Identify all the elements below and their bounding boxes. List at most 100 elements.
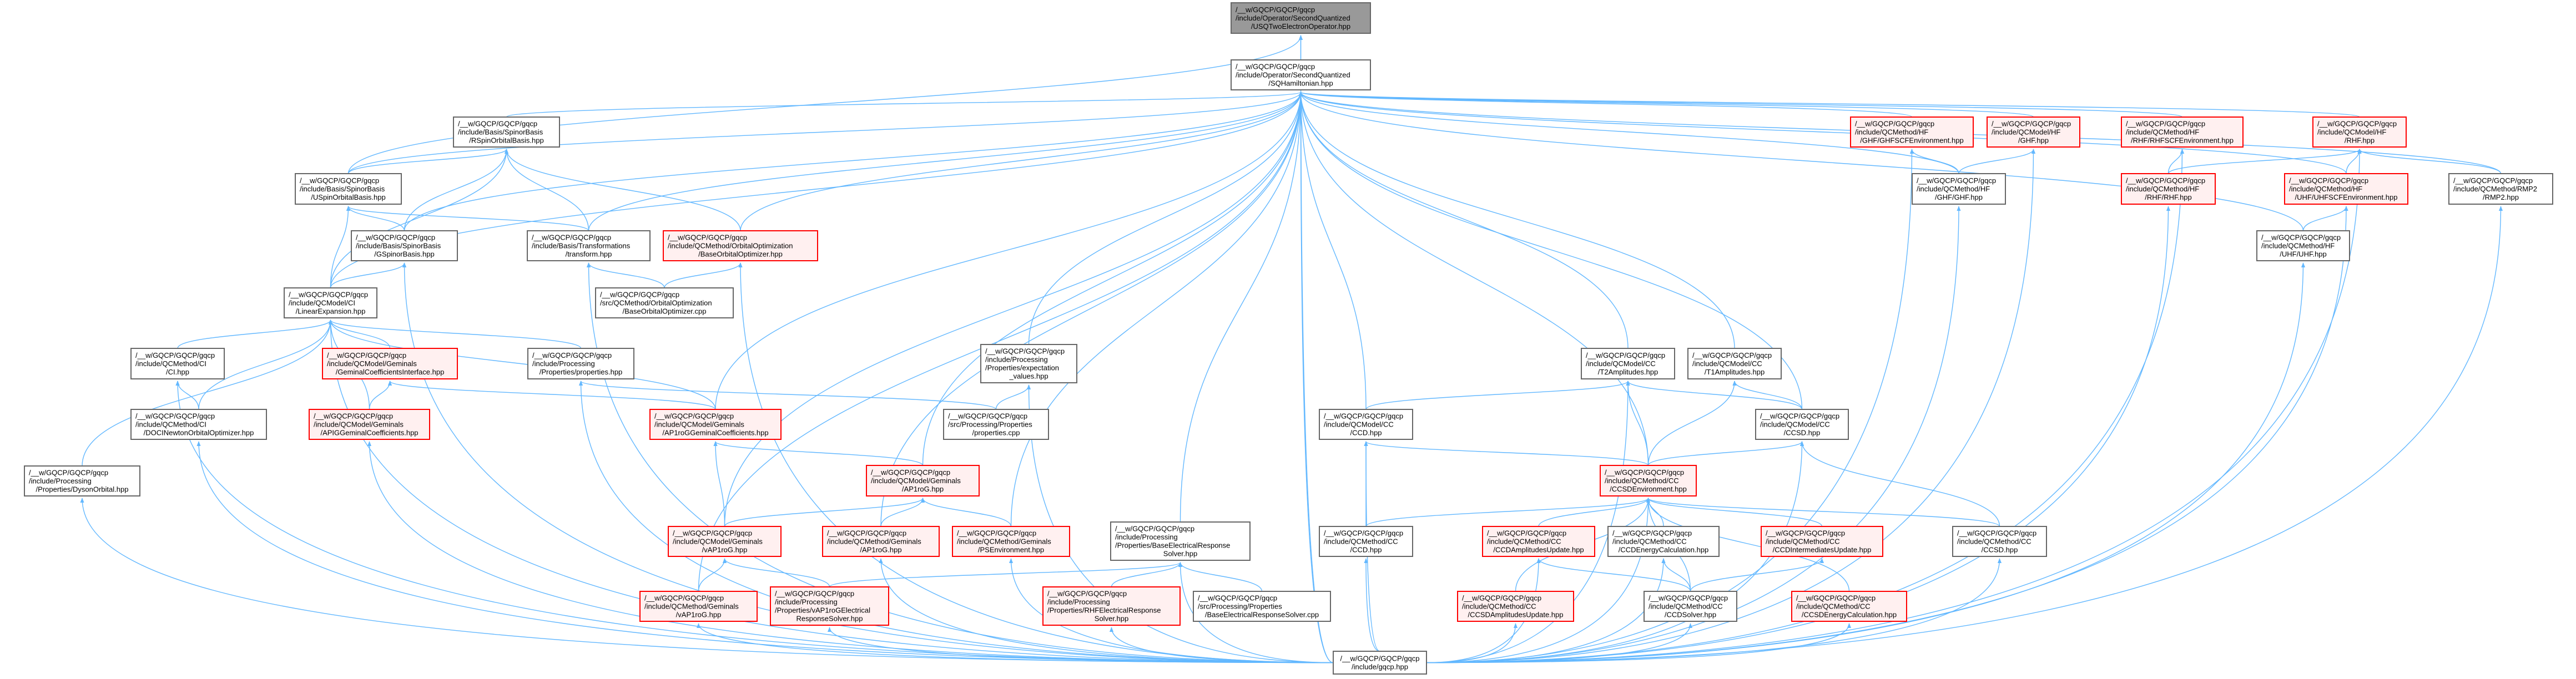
graph-node-ap1rogq[interactable]: /__w/GQCP/GQCP/gqcp/include/QCMethod/Gem… xyxy=(822,526,940,557)
graph-node-booc[interactable]: /__w/GQCP/GQCP/gqcp/src/QCMethod/Orbital… xyxy=(595,287,734,318)
graph-node-ghfscf[interactable]: /__w/GQCP/GQCP/gqcp/include/QCMethod/HF/… xyxy=(1850,116,1974,148)
dependency-edge-gqcp-to-vap1rogq xyxy=(696,623,1334,663)
graph-node-vers[interactable]: /__w/GQCP/GQCP/gqcp/include/Processing/P… xyxy=(770,586,889,626)
graph-node-vap1rogq[interactable]: /__w/GQCP/GQCP/gqcp/include/QCMethod/Gem… xyxy=(639,591,758,622)
dependency-edge-gqcp-to-psenv xyxy=(1009,558,1334,663)
node-label-line: /include/QCModel/HF xyxy=(2317,128,2386,136)
node-label-line: /CCD.hpp xyxy=(1350,546,1382,554)
node-label-line: /BaseElectricalResponseSolver.cpp xyxy=(1205,611,1319,619)
graph-node-gci[interactable]: /__w/GQCP/GQCP/gqcp/include/QCModel/Gemi… xyxy=(322,348,458,379)
graph-node-booh[interactable]: /__w/GQCP/GQCP/gqcp/include/QCMethod/Orb… xyxy=(663,230,818,261)
graph-node-ccdsolv[interactable]: /__w/GQCP/GQCP/gqcp/include/QCMethod/CC/… xyxy=(1644,591,1737,622)
dependency-edge-uhfscf-to-sqham xyxy=(1299,92,2347,174)
graph-node-gspinor[interactable]: /__w/GQCP/GQCP/gqcp/include/Basis/Spinor… xyxy=(351,230,458,261)
graph-node-ccsdamp[interactable]: /__w/GQCP/GQCP/gqcp/include/QCMethod/CC/… xyxy=(1457,591,1574,622)
graph-node-ccdq[interactable]: /__w/GQCP/GQCP/gqcp/include/QCMethod/CC/… xyxy=(1319,526,1413,557)
node-label-line: /__w/GQCP/GQCP/gqcp xyxy=(289,291,368,299)
graph-node-apig[interactable]: /__w/GQCP/GQCP/gqcp/include/QCModel/Gemi… xyxy=(309,409,430,440)
graph-node-ccden[interactable]: /__w/GQCP/GQCP/gqcp/include/QCMethod/CC/… xyxy=(1607,526,1720,557)
node-label-line: /__w/GQCP/GQCP/gqcp xyxy=(1047,590,1127,598)
graph-node-rhfm[interactable]: /__w/GQCP/GQCP/gqcp/include/QCModel/HF/R… xyxy=(2312,116,2407,148)
graph-node-expval[interactable]: /__w/GQCP/GQCP/gqcp/include/Processing/P… xyxy=(980,344,1077,383)
graph-node-ccsdenv[interactable]: /__w/GQCP/GQCP/gqcp/include/QCMethod/CC/… xyxy=(1600,465,1697,496)
dependency-edge-ap1rogc-to-gci xyxy=(388,381,716,410)
dependency-edge-ccdm-to-t2 xyxy=(1365,381,1630,410)
dependency-edge-ap1rogq-to-ap1rogm xyxy=(880,498,925,527)
graph-node-dyson[interactable]: /__w/GQCP/GQCP/gqcp/include/Processing/P… xyxy=(24,465,140,496)
graph-node-ccsdq[interactable]: /__w/GQCP/GQCP/gqcp/include/QCMethod/CC/… xyxy=(1952,526,2047,557)
graph-node-props[interactable]: /__w/GQCP/GQCP/gqcp/include/Processing/P… xyxy=(527,348,634,379)
graph-node-propscpp[interactable]: /__w/GQCP/GQCP/gqcp/src/Processing/Prope… xyxy=(943,409,1049,440)
dependency-edge-ccsdm-to-t2 xyxy=(1626,381,1803,410)
graph-node-transform[interactable]: /__w/GQCP/GQCP/gqcp/include/Basis/Transf… xyxy=(527,230,651,261)
graph-node-rhfq[interactable]: /__w/GQCP/GQCP/gqcp/include/QCMethod/HF/… xyxy=(2121,173,2216,205)
node-box xyxy=(24,465,140,496)
node-box xyxy=(453,116,560,148)
graph-node-t2[interactable]: /__w/GQCP/GQCP/gqcp/include/QCModel/CC/T… xyxy=(1581,348,1675,379)
node-label-line: /include/QCMethod/CC xyxy=(1612,538,1687,546)
node-label-line: /__w/GQCP/GQCP/gqcp xyxy=(1766,529,1845,538)
node-label-line: /AP1roGGeminalCoefficients.hpp xyxy=(662,429,768,437)
node-label-line: /__w/GQCP/GQCP/gqcp xyxy=(1324,412,1403,420)
node-box xyxy=(649,409,782,440)
node-label-line: /include/QCMethod/Geminals xyxy=(827,538,921,546)
node-label-line: /__w/GQCP/GQCP/gqcp xyxy=(135,351,215,359)
dependency-edge-booc-to-transform xyxy=(586,262,665,288)
graph-node-rmp2[interactable]: /__w/GQCP/GQCP/gqcp/include/QCMethod/RMP… xyxy=(2448,173,2553,205)
dependency-edge-ci-to-linexp xyxy=(177,320,333,349)
node-label-line: /include/gqcp.hpp xyxy=(1352,663,1408,671)
graph-node-rhfscf[interactable]: /__w/GQCP/GQCP/gqcp/include/QCMethod/HF/… xyxy=(2121,116,2244,148)
node-label-line: /__w/GQCP/GQCP/gqcp xyxy=(1796,594,1876,602)
dependency-edge-ccsdm-to-t1 xyxy=(1732,381,1803,410)
graph-node-ccsdm[interactable]: /__w/GQCP/GQCP/gqcp/include/QCModel/CC/C… xyxy=(1755,409,1849,440)
node-box xyxy=(1987,116,2080,148)
graph-node-bersh[interactable]: /__w/GQCP/GQCP/gqcp/include/Processing/P… xyxy=(1110,521,1251,561)
graph-node-gqcp[interactable]: /__w/GQCP/GQCP/gqcp/include/gqcp.hpp xyxy=(1333,651,1427,675)
graph-node-usqtwo[interactable]: /__w/GQCP/GQCP/gqcp/include/Operator/Sec… xyxy=(1231,2,1371,34)
graph-node-psenv[interactable]: /__w/GQCP/GQCP/gqcp/include/QCMethod/Gem… xyxy=(952,526,1070,557)
dependency-edge-uspin-to-sqham xyxy=(347,92,1303,174)
graph-node-bersc[interactable]: /__w/GQCP/GQCP/gqcp/src/Processing/Prope… xyxy=(1193,591,1331,622)
graph-node-linexp[interactable]: /__w/GQCP/GQCP/gqcp/include/QCModel/CI/L… xyxy=(284,287,377,318)
graph-node-t1[interactable]: /__w/GQCP/GQCP/gqcp/include/QCModel/CC/T… xyxy=(1687,348,1782,379)
graph-node-ci[interactable]: /__w/GQCP/GQCP/gqcp/include/QCMethod/CI/… xyxy=(130,348,225,379)
dependency-edge-rhfm-to-sqham xyxy=(1299,92,2360,118)
dependency-edge-ccsdenv-to-t2 xyxy=(1626,381,1649,466)
dependency-edge-linexp-to-gspinor xyxy=(330,262,407,288)
graph-node-uhfscf[interactable]: /__w/GQCP/GQCP/gqcp/include/QCMethod/HF/… xyxy=(2284,173,2408,205)
node-label-line: _values.hpp xyxy=(1009,372,1048,381)
node-label-line: /USpinOrbitalBasis.hpp xyxy=(311,193,385,201)
dependency-edge-t1-to-sqham xyxy=(1298,92,1735,349)
node-label-line: /__w/GQCP/GQCP/gqcp xyxy=(1760,412,1839,420)
graph-node-ccdm[interactable]: /__w/GQCP/GQCP/gqcp/include/QCModel/CC/C… xyxy=(1319,409,1413,440)
node-layer: /__w/GQCP/GQCP/gqcp/include/Operator/Sec… xyxy=(24,2,2553,675)
node-label-line: /UHF/UHF.hpp xyxy=(2280,250,2327,259)
graph-node-sqham[interactable]: /__w/GQCP/GQCP/gqcp/include/Operator/Sec… xyxy=(1231,59,1371,90)
node-box xyxy=(595,287,734,318)
node-label-line: /include/Processing xyxy=(29,477,92,485)
graph-node-ghfm[interactable]: /__w/GQCP/GQCP/gqcp/include/QCModel/HF/G… xyxy=(1987,116,2080,148)
graph-node-doci[interactable]: /__w/GQCP/GQCP/gqcp/include/QCMethod/CI/… xyxy=(130,409,267,440)
graph-node-vap1rogm[interactable]: /__w/GQCP/GQCP/gqcp/include/QCModel/Gemi… xyxy=(668,526,782,557)
node-box xyxy=(284,287,377,318)
dependency-edge-ap1rogc-to-sqham xyxy=(715,92,1303,410)
graph-node-ap1rogm[interactable]: /__w/GQCP/GQCP/gqcp/include/QCModel/Gemi… xyxy=(866,465,980,496)
graph-node-rhfers[interactable]: /__w/GQCP/GQCP/gqcp/include/Processing/P… xyxy=(1042,586,1181,626)
dependency-edge-gqcp-to-ghfq xyxy=(1426,206,1961,663)
node-label-line: /include/QCMethod/CC xyxy=(1796,602,1871,611)
graph-node-ghfq[interactable]: /__w/GQCP/GQCP/gqcp/include/QCMethod/HF/… xyxy=(1912,173,2006,205)
node-label-line: /Properties/DysonOrbital.hpp xyxy=(36,485,129,494)
graph-node-ccsden[interactable]: /__w/GQCP/GQCP/gqcp/include/QCMethod/CC/… xyxy=(1791,591,1907,622)
graph-node-rspin[interactable]: /__w/GQCP/GQCP/gqcp/include/Basis/Spinor… xyxy=(453,116,560,148)
node-label-line: /include/QCMethod/CC xyxy=(1605,477,1679,485)
dependency-edge-gqcp-to-ghfm xyxy=(1426,149,2036,663)
graph-node-uspin[interactable]: /__w/GQCP/GQCP/gqcp/include/Basis/Spinor… xyxy=(295,173,402,205)
dependency-edge-vap1rogm-to-sqham xyxy=(724,92,1303,527)
graph-node-ccdint[interactable]: /__w/GQCP/GQCP/gqcp/include/QCMethod/CC/… xyxy=(1761,526,1883,557)
graph-node-uhf[interactable]: /__w/GQCP/GQCP/gqcp/include/QCMethod/HF/… xyxy=(2256,230,2350,261)
dependency-edge-bersc-to-bersh xyxy=(1178,562,1263,592)
node-box xyxy=(2284,173,2408,205)
graph-node-ccdamp[interactable]: /__w/GQCP/GQCP/gqcp/include/QCMethod/CC/… xyxy=(1482,526,1595,557)
dependency-edge-ccdq-to-ccsdenv xyxy=(1365,498,1650,527)
graph-node-ap1rogc[interactable]: /__w/GQCP/GQCP/gqcp/include/QCModel/Gemi… xyxy=(649,409,782,440)
